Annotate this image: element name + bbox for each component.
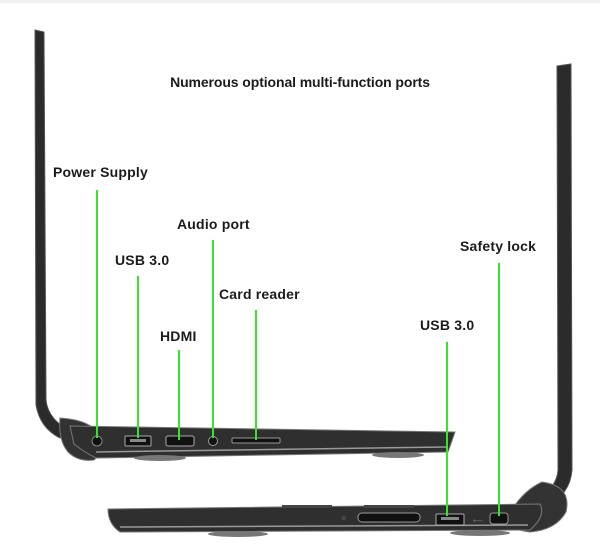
left-lid [34, 29, 74, 439]
label-safety-lock: Safety lock [460, 238, 537, 254]
label-card-reader: Card reader [219, 286, 300, 302]
label-audio-port: Audio port [177, 216, 250, 232]
label-usb-left: USB 3.0 [115, 252, 170, 268]
right-lid [533, 63, 573, 507]
side-slot [357, 512, 421, 523]
top-divider [0, 0, 600, 3]
label-hdmi: HDMI [160, 328, 197, 344]
pointer-lines [96, 190, 500, 516]
svg-text:⟵: ⟵ [473, 517, 483, 525]
label-usb-right: USB 3.0 [420, 317, 475, 333]
label-power-supply: Power Supply [53, 164, 148, 180]
right-laptop-profile: ⟵ [107, 63, 573, 537]
diagram-heading: Numerous optional multi-function ports [170, 74, 430, 90]
left-laptop-profile [34, 29, 456, 461]
